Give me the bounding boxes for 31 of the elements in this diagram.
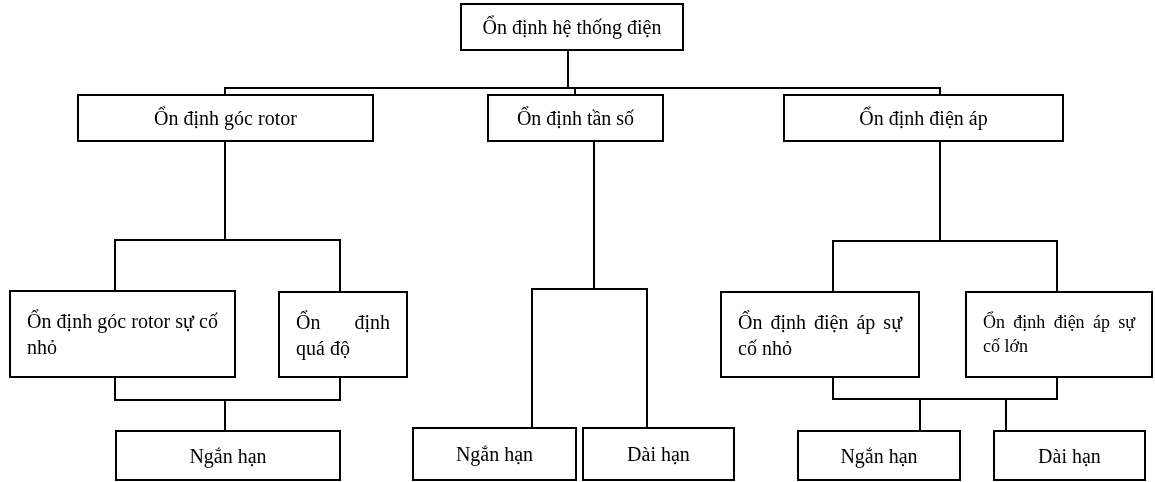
- box-label: Ổn định hệ thống điện: [482, 14, 662, 40]
- category-box: [582, 427, 735, 481]
- box-label: Ngắn hạn: [455, 442, 534, 467]
- category-box: [278, 291, 408, 378]
- category-box: [783, 94, 1064, 142]
- connector-line: [224, 377, 341, 431]
- category-box: [460, 3, 684, 51]
- category-box: [77, 94, 374, 142]
- box-label: Ổn định điện áp: [859, 105, 988, 131]
- category-box: [9, 290, 236, 378]
- box-label: Ngắn hạn: [840, 443, 918, 469]
- connector-line: [593, 141, 648, 428]
- box-label: Ổn định điện áp sự cố nhỏ: [738, 309, 902, 361]
- box-label: Ổn định quá độ: [296, 309, 390, 361]
- box-label: Ổn định góc rotor: [154, 105, 297, 131]
- box-label: Dài hạn: [1038, 443, 1101, 469]
- connector-line: [939, 141, 1058, 292]
- category-box: [487, 94, 664, 142]
- category-box: [115, 430, 341, 481]
- category-box: [965, 291, 1153, 378]
- category-box: [412, 427, 577, 481]
- box-label: Ổn định điện áp sự cố lớn: [983, 311, 1135, 358]
- connector-line: [1005, 377, 1058, 431]
- connector-line: [224, 141, 341, 292]
- category-box: [993, 430, 1146, 481]
- box-label: Ổn định góc rotor sự cố nhỏ: [27, 308, 218, 360]
- category-box: [720, 291, 920, 378]
- box-label: Ngắn hạn: [189, 443, 267, 469]
- box-label: Dài hạn: [627, 442, 690, 467]
- category-box: [797, 430, 961, 481]
- box-label: Ổn định tần số: [516, 105, 635, 131]
